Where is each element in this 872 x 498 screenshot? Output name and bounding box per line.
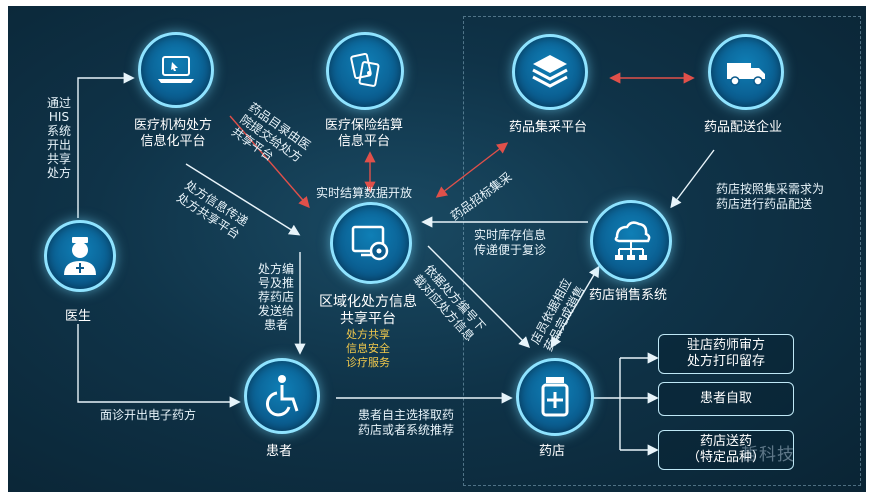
cards-icon xyxy=(350,52,380,87)
monitor-gear-icon xyxy=(351,225,389,261)
arrow-doctor-to-patient xyxy=(77,324,241,408)
doctor-label: 医生 xyxy=(64,309,91,324)
truck-icon xyxy=(727,63,765,86)
wheelchair-icon xyxy=(265,375,299,417)
sales-system-label: 药店销售系统 xyxy=(588,288,667,303)
delivery-company-label: 药品配送企业 xyxy=(703,120,782,135)
pharmacy-label: 药店 xyxy=(538,444,565,459)
arrow-delivery-to-sales xyxy=(670,149,715,209)
e-rx-note: 面诊开出电子药方 xyxy=(100,408,197,422)
medicine-bottle-icon xyxy=(541,377,569,417)
doctor-node xyxy=(44,220,116,292)
patient-label: 患者 xyxy=(265,444,292,459)
arrow-catalog-to-central xyxy=(229,115,310,209)
procurement-platform-node xyxy=(512,34,588,110)
sales-system-node xyxy=(590,200,672,282)
arrow-pharmacy-sales xyxy=(550,265,600,349)
watermark: 哲科技 xyxy=(741,445,795,465)
central-platform-label: 区域化处方信息共享平台 xyxy=(319,294,417,327)
doctor-icon xyxy=(64,237,96,275)
central-services-text: 处方共享 信息安全 诊疗服务 xyxy=(346,328,390,369)
his-note: 通过HIS系统开出共享处方 xyxy=(46,96,71,180)
outcome-self-pickup: 患者自取 xyxy=(658,382,794,416)
diagram-canvas: 医疗机构处方信息化平台 医疗保险结算信息平台 药品集采平台 药品配送企业 xyxy=(8,6,866,492)
procurement-platform-label: 药品集采平台 xyxy=(508,120,587,135)
insurance-platform-node xyxy=(326,32,404,110)
patient-node xyxy=(244,358,320,434)
choose-note: 患者自主选择取药 药店或者系统推荐 xyxy=(358,408,455,437)
medical-platform-label: 医疗机构处方信息化平台 xyxy=(133,118,212,149)
arrow-central-to-pharmacy xyxy=(427,245,530,348)
distribution-note: 药店按照集采需求为 药店进行药品配送 xyxy=(716,182,825,211)
arrow-medical-to-central xyxy=(185,163,301,236)
stock-note: 实时库存信息 传递便于复诊 xyxy=(474,228,547,257)
supply-chain-boundary xyxy=(463,16,861,486)
laptop-icon xyxy=(158,56,194,83)
arrow-doctor-to-medical xyxy=(77,72,135,218)
outcome-bracket xyxy=(580,357,656,451)
insurance-platform-label: 医疗保险结算信息平台 xyxy=(324,118,403,149)
pharmacy-node xyxy=(516,358,594,436)
central-platform-node xyxy=(330,202,412,284)
rx-push-note: 处方编号及推荐药店发送给患者 xyxy=(257,262,294,332)
medical-platform-node xyxy=(138,32,214,108)
connector-layer xyxy=(77,72,715,456)
cloud-network-icon xyxy=(614,221,651,260)
realtime-settlement-note: 实时结算数据开放 xyxy=(316,186,413,200)
layers-icon xyxy=(532,55,568,88)
arrow-procurement-central xyxy=(435,142,509,198)
outcome-home-delivery: 药店送药（特定品种） xyxy=(658,430,794,470)
delivery-company-node xyxy=(708,34,784,110)
outcome-pharmacist-review: 驻店药师审方处方打印留存 xyxy=(658,334,794,374)
